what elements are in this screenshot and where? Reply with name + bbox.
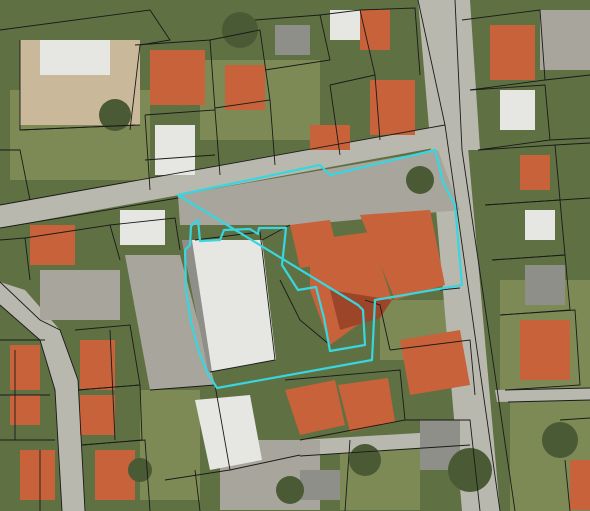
- red-roof-complex: [290, 210, 445, 345]
- white-roof-buildings: [40, 10, 555, 470]
- highlighted-parcel[interactable]: [176, 148, 464, 390]
- tree-canopies: [99, 12, 578, 504]
- flat-roof-building: [182, 240, 276, 372]
